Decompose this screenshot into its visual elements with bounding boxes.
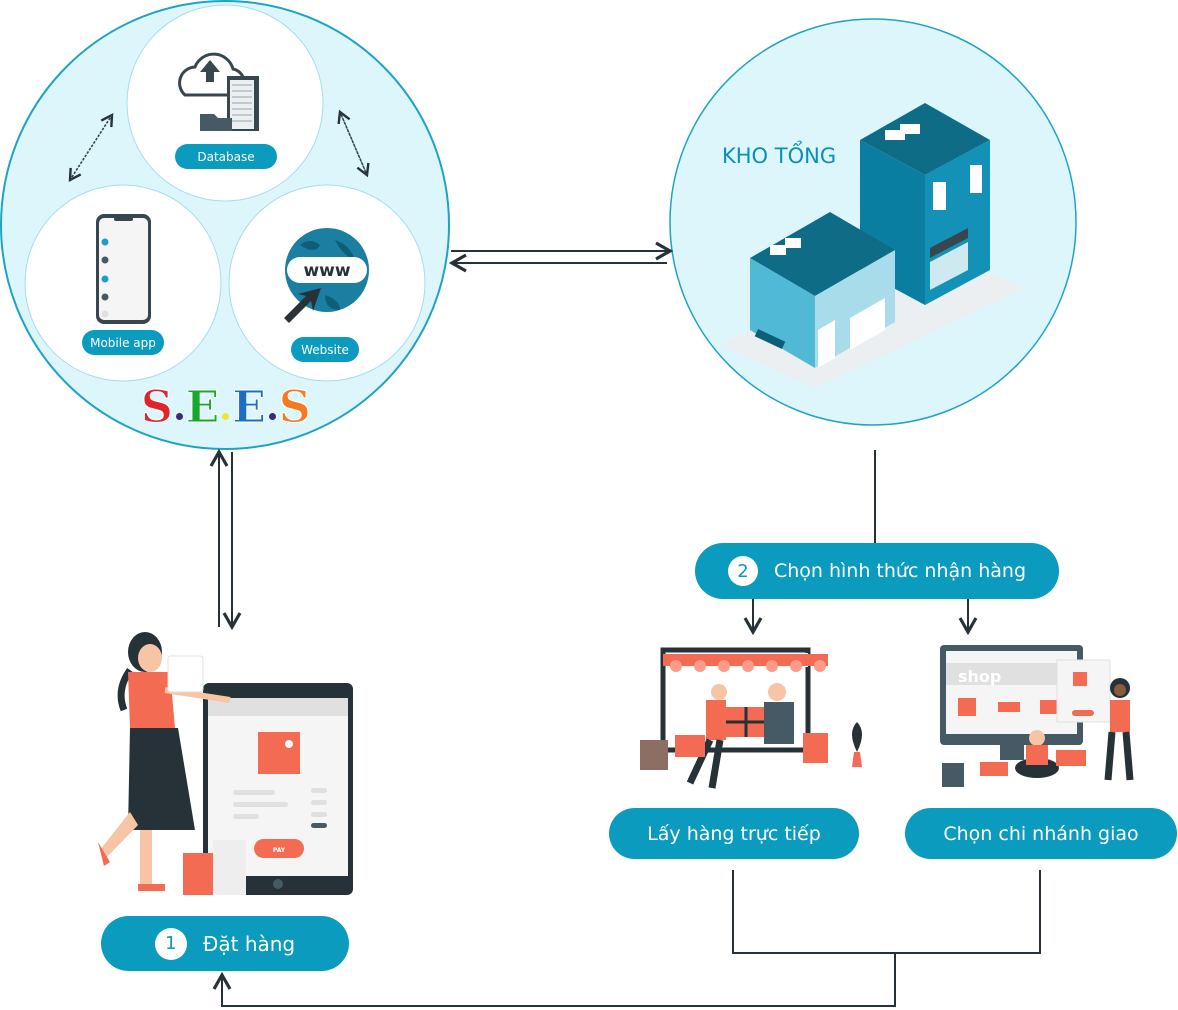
return-to-order-arrow: [212, 953, 896, 1007]
shopping-tablet-illustration: PAY: [98, 632, 353, 895]
brand-letter-s1: S: [141, 382, 174, 434]
smartphone-icon: [96, 214, 151, 324]
option-choose-branch-button[interactable]: Chọn chi nhánh giao: [905, 808, 1177, 859]
svg-text:shop: shop: [958, 667, 1001, 686]
sync-arrows-left: [68, 112, 114, 183]
brand-dot: [222, 413, 230, 420]
option-direct-pickup-button[interactable]: Lấy hàng trực tiếp: [609, 808, 859, 859]
step-number-badge: 2: [727, 556, 758, 586]
step-1-order-button[interactable]: 1 Đặt hàng: [101, 916, 349, 971]
mobile-app-label-text: Mobile app: [90, 335, 156, 350]
sync-arrows-right: [337, 109, 370, 178]
step-2-label: Chọn hình thức nhận hàng: [773, 560, 1027, 582]
brand-letter-e1: E: [185, 382, 220, 434]
warehouse-title: KHO TỔNG: [722, 144, 837, 168]
options-merge-connector: [732, 870, 1041, 954]
option-direct-pickup-label: Lấy hàng trực tiếp: [647, 822, 821, 845]
brand-letter-e2: E: [232, 382, 267, 434]
brand-dot: [268, 413, 276, 420]
step-2-delivery-method-button[interactable]: 2 Chọn hình thức nhận hàng: [695, 543, 1059, 599]
database-label-text: Database: [197, 149, 255, 164]
svg-text:PAY: PAY: [273, 847, 286, 854]
database-circle: [126, 4, 324, 202]
cloud-database-icon: [178, 52, 259, 131]
website-label: Website: [291, 337, 359, 362]
database-label: Database: [175, 144, 277, 169]
mobile-app-label: Mobile app: [82, 330, 164, 355]
store-pickup-illustration: [640, 647, 862, 789]
brand-letter-s2: S: [278, 382, 311, 434]
globe-www-icon: www: [284, 228, 369, 323]
step-number-badge: 1: [154, 927, 187, 960]
svg-text:www: www: [303, 261, 350, 281]
buildings-icon: [720, 103, 1025, 388]
option-choose-branch-label: Chọn chi nhánh giao: [943, 822, 1139, 845]
online-shop-illustration: shop: [940, 645, 1134, 787]
step-1-label: Đặt hàng: [202, 931, 296, 956]
website-label-text: Website: [301, 342, 349, 357]
brand-dot: [175, 413, 183, 420]
